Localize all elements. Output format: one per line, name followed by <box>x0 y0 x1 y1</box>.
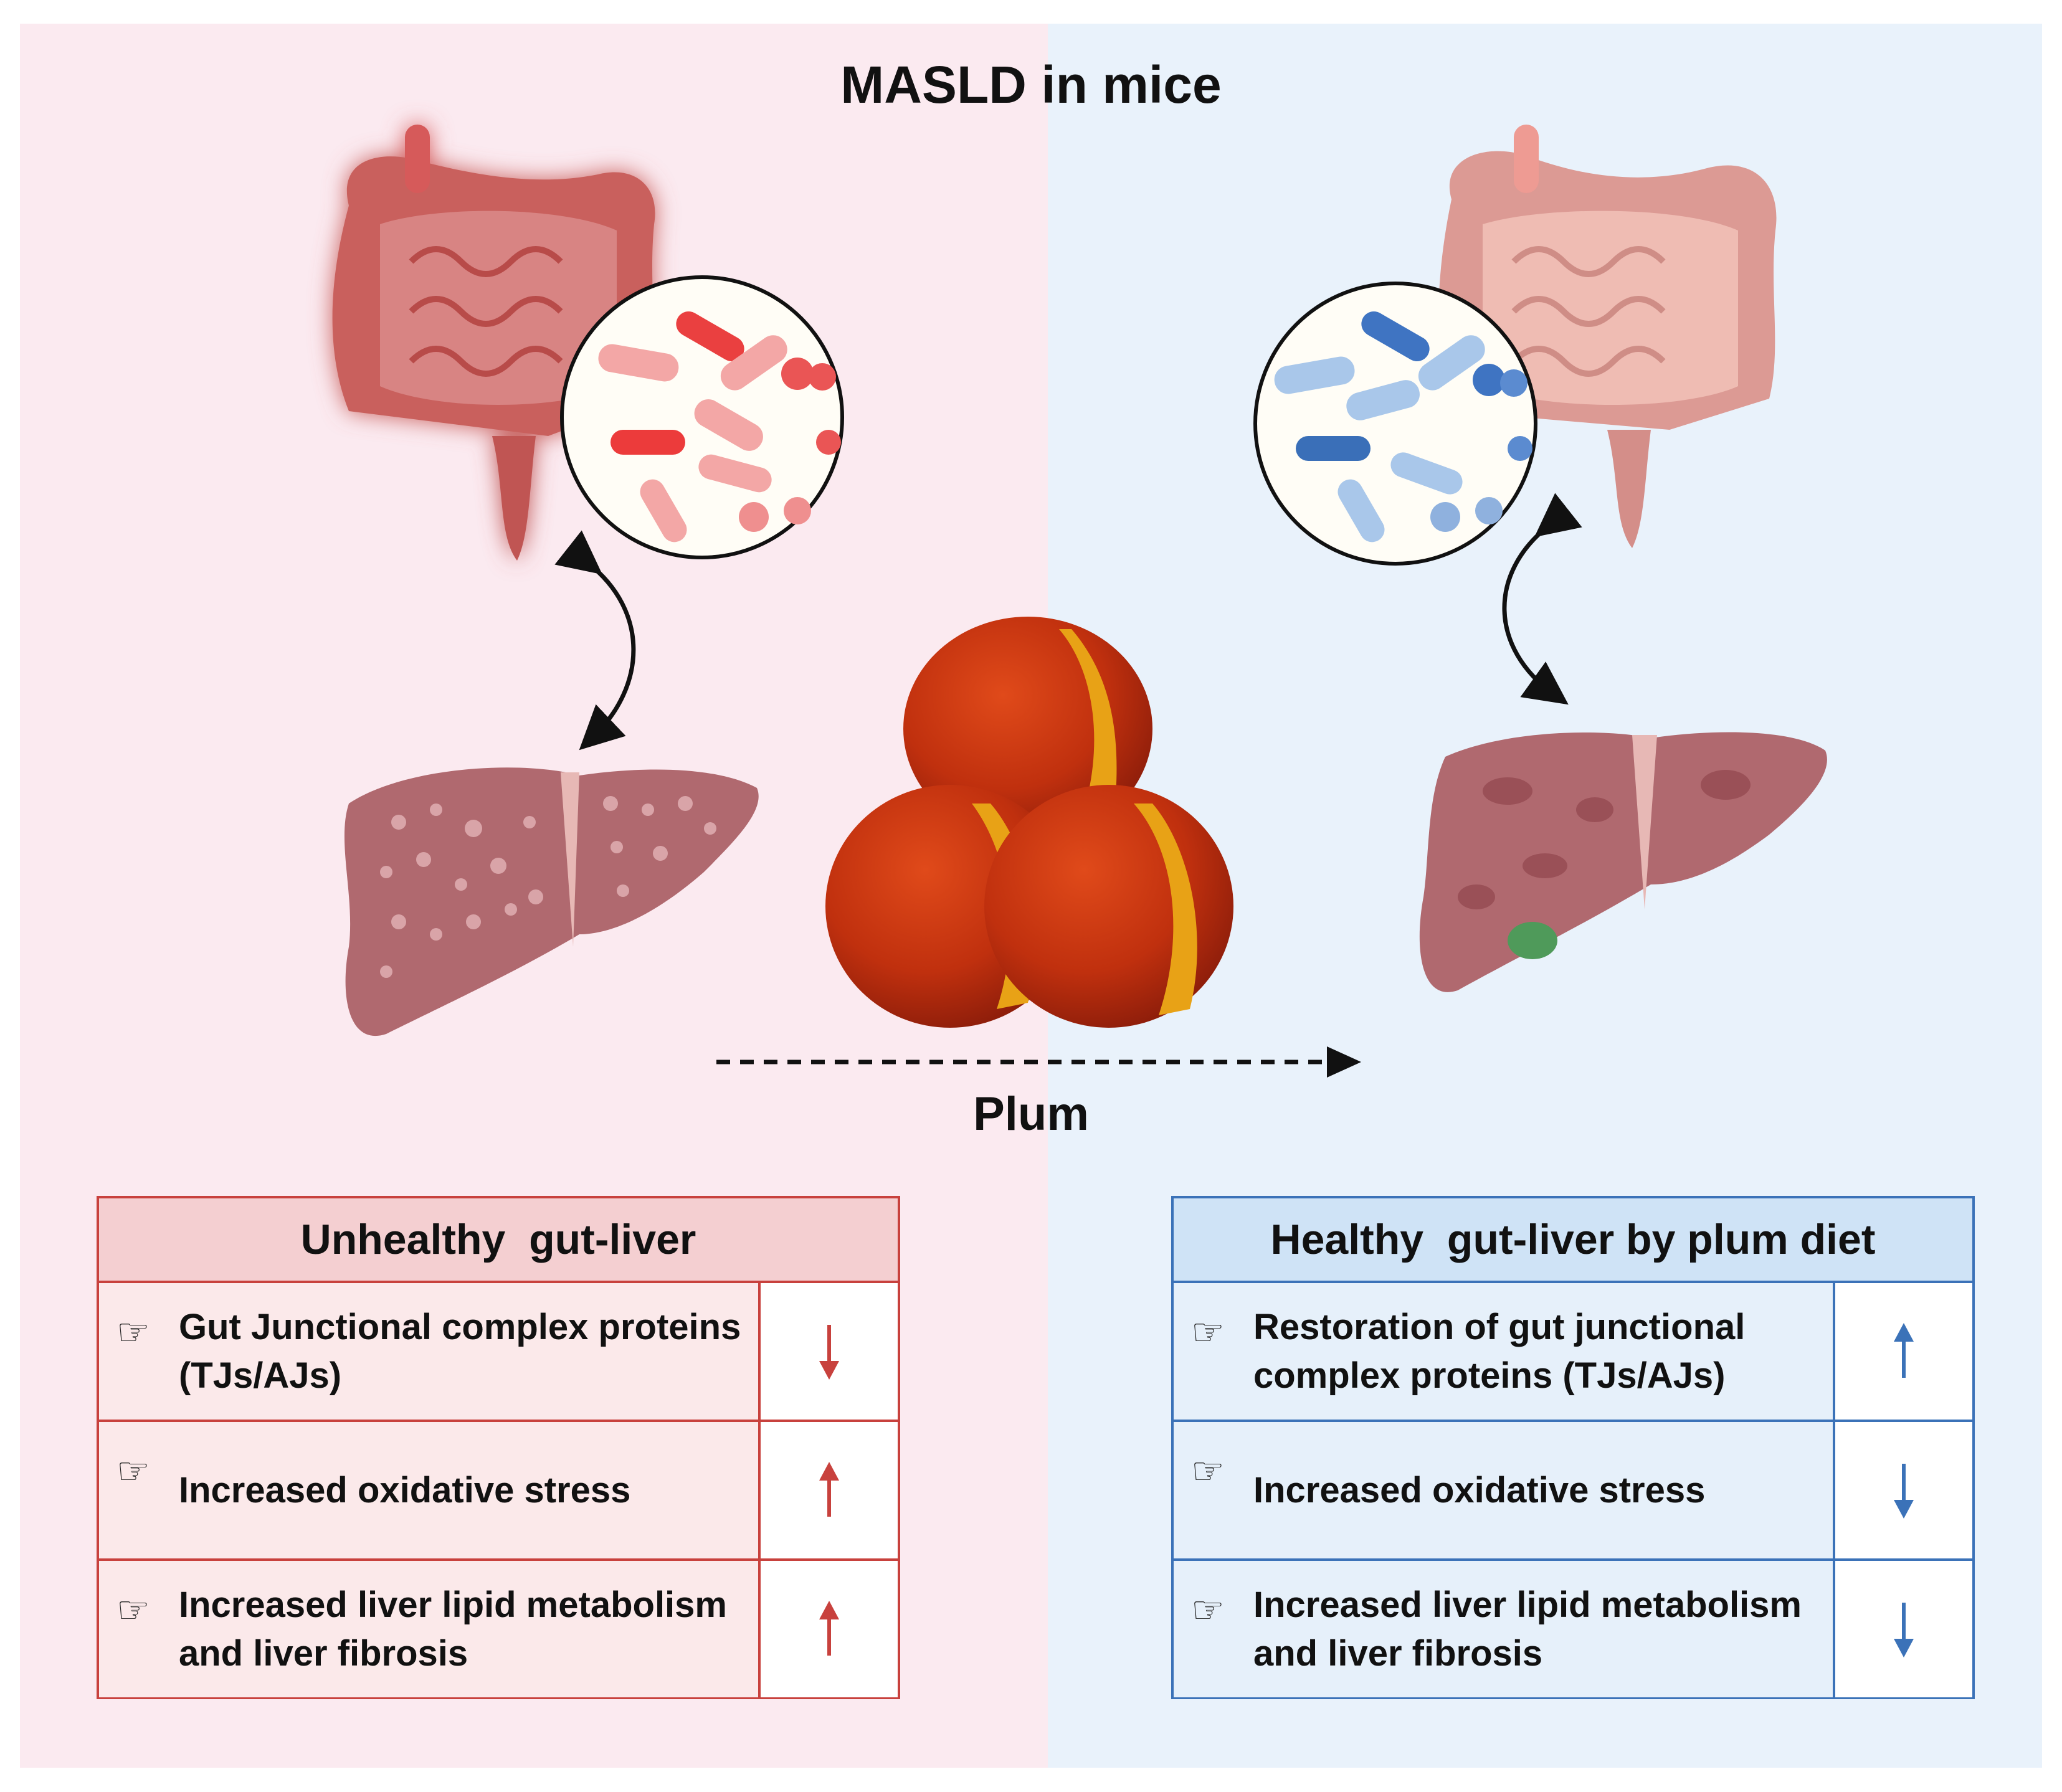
direction-indicator <box>1835 1422 1972 1558</box>
treatment-arrowhead <box>1327 1046 1361 1078</box>
pointing-hand-icon: ☞ <box>1191 1311 1225 1353</box>
arrow-up-icon <box>819 1600 839 1656</box>
arrow-down-icon <box>1894 1463 1914 1519</box>
healthy-row: ☞ Increased oxidative stress <box>1174 1420 1972 1558</box>
healthy-heading: Healthy gut-liver by plum diet <box>1174 1198 1972 1283</box>
liver-icon <box>1419 732 1827 992</box>
gut-liver-arrow-left <box>554 530 636 751</box>
row-text: Increased liver lipid metabolism and liv… <box>179 1584 727 1674</box>
unhealthy-panel: Unhealthy gut-liver ☞ Gut Junctional comp… <box>97 1196 900 1699</box>
unhealthy-row: ☞ Increased oxidative stress <box>99 1420 898 1558</box>
bacteria-icon <box>1253 282 1537 566</box>
row-text: Increased liver lipid metabolism and liv… <box>1253 1584 1802 1674</box>
figure-title: MASLD in mice <box>840 55 1222 114</box>
intestine-icon <box>1438 125 1777 548</box>
direction-indicator <box>761 1422 898 1558</box>
pointing-hand-icon: ☞ <box>116 1589 150 1631</box>
direction-indicator <box>761 1561 898 1697</box>
pointing-hand-icon: ☞ <box>116 1450 150 1492</box>
liver-icon <box>344 767 759 1036</box>
unhealthy-heading: Unhealthy gut-liver <box>99 1198 898 1283</box>
pointing-hand-icon: ☞ <box>1191 1589 1225 1631</box>
row-text: Gut Junctional complex proteins (TJs/AJs… <box>179 1306 741 1396</box>
healthy-panel: Healthy gut-liver by plum diet ☞ Restorat… <box>1171 1196 1975 1699</box>
arrow-up-icon <box>819 1461 839 1517</box>
arrow-down-icon <box>1894 1602 1914 1657</box>
direction-indicator <box>761 1283 898 1420</box>
pointing-hand-icon: ☞ <box>1191 1450 1225 1492</box>
pointing-hand-icon: ☞ <box>116 1311 150 1353</box>
healthy-row: ☞ Increased liver lipid metabolism and li… <box>1174 1558 1972 1697</box>
bacteria-icon <box>560 275 844 559</box>
intestine-icon <box>332 125 655 561</box>
row-text: Restoration of gut junctional complex pr… <box>1253 1306 1746 1396</box>
plum-icon <box>825 617 1233 1028</box>
unhealthy-row: ☞ Gut Junctional complex proteins (TJs/AJ… <box>99 1283 898 1420</box>
healthy-row: ☞ Restoration of gut junctional complex p… <box>1174 1283 1972 1420</box>
row-text: Increased oxidative stress <box>179 1469 631 1510</box>
arrow-up-icon <box>1894 1322 1914 1378</box>
arrow-down-icon <box>819 1324 839 1380</box>
unhealthy-row: ☞ Increased liver lipid metabolism and li… <box>99 1558 898 1697</box>
direction-indicator <box>1835 1283 1972 1420</box>
direction-indicator <box>1835 1561 1972 1697</box>
gut-liver-arrow-right <box>1502 493 1582 705</box>
treatment-label: Plum <box>973 1088 1089 1140</box>
row-text: Increased oxidative stress <box>1253 1469 1706 1510</box>
